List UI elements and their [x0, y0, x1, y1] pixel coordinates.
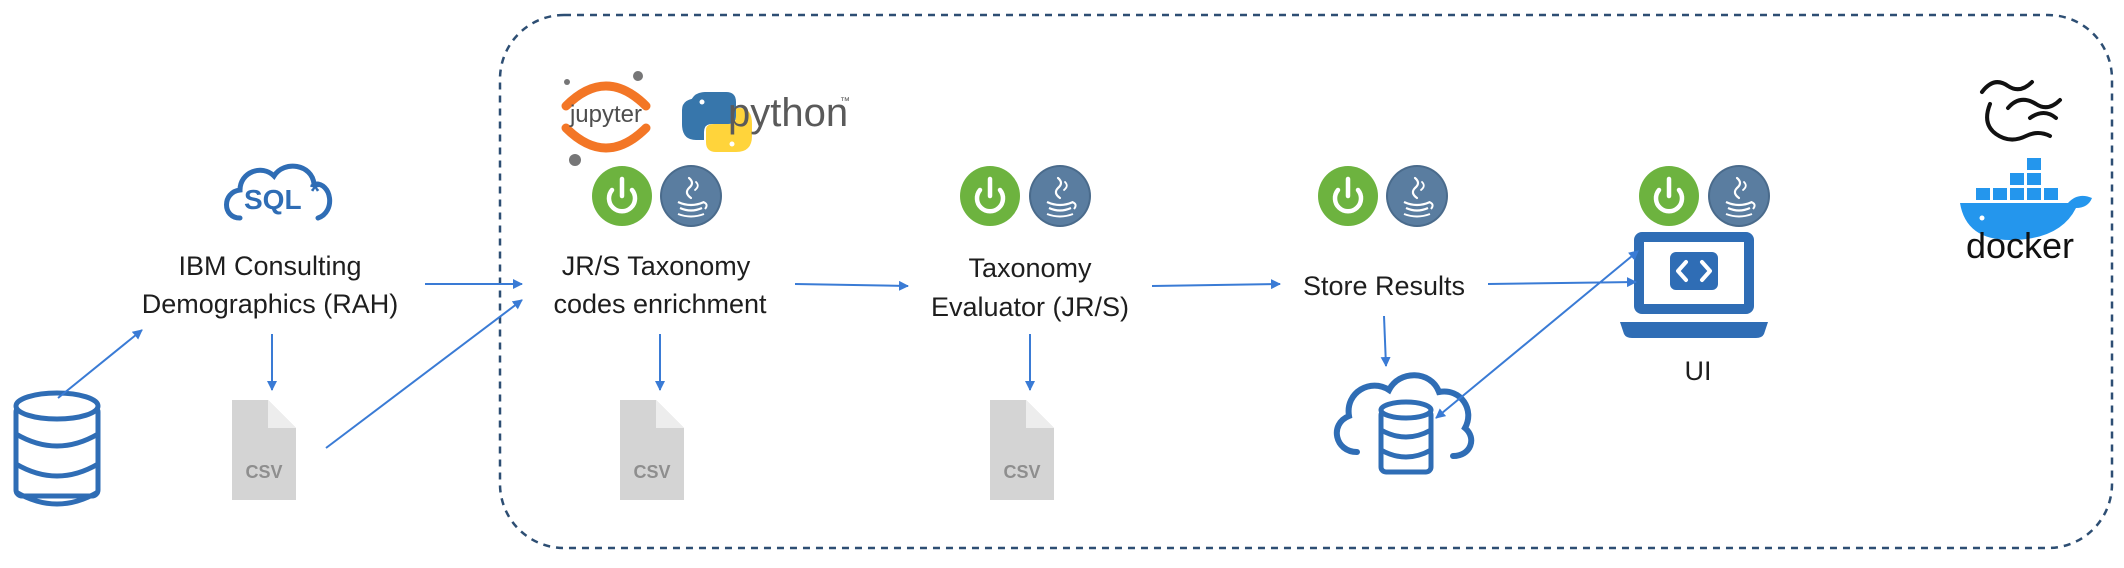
spring-boot-icon: [1318, 166, 1378, 226]
waves-icon: [1980, 80, 2062, 142]
java-icon: [1027, 163, 1093, 229]
spring-boot-icon: [592, 166, 652, 226]
arrow-enrichment-to-evaluator: [794, 280, 909, 291]
docker-text: docker: [1966, 225, 2074, 266]
sql-star: *: [310, 176, 321, 206]
spring-boot-icon: [960, 166, 1020, 226]
arrow-store-to-clouddb: [1380, 315, 1391, 367]
python-tm: ™: [840, 96, 850, 107]
source-label-line1: IBM Consulting: [178, 251, 361, 281]
database-icon: [13, 390, 101, 507]
java-icon: [1384, 163, 1450, 229]
store-label: Store Results: [1303, 271, 1465, 301]
csv-file-icon: CSV: [990, 400, 1054, 500]
arrow-csv-to-enrichment: [325, 299, 523, 449]
python-text: python: [728, 91, 848, 135]
svg-text:CSV: CSV: [633, 462, 670, 482]
svg-text:CSV: CSV: [245, 462, 282, 482]
arrow-store-to-ui: [1487, 277, 1637, 288]
svg-text:CSV: CSV: [1003, 462, 1040, 482]
ui-label: UI: [1685, 356, 1712, 386]
arrow-db-to-source: [57, 329, 143, 399]
enrichment-label-line2: codes enrichment: [553, 289, 767, 319]
sql-cloud-icon: SQL *: [224, 163, 333, 221]
evaluator-label-line2: Evaluator (JR/S): [931, 292, 1129, 322]
jupyter-text: jupyter: [569, 101, 642, 128]
arrow-ui-clouddb: [1435, 250, 1639, 419]
laptop-code-icon: [1620, 232, 1768, 338]
csv-file-icon: CSV: [232, 400, 296, 500]
java-icon: [658, 163, 724, 229]
jupyter-logo: jupyter: [561, 71, 651, 166]
cloud-database-icon: [1333, 372, 1475, 475]
arrow-evaluator-to-store: [1151, 279, 1281, 290]
enrichment-label-line1: JR/S Taxonomy: [562, 251, 751, 281]
source-label-line2: Demographics (RAH): [142, 289, 399, 319]
container-boundary: [498, 13, 2114, 550]
python-logo: python ™: [682, 91, 850, 152]
csv-file-icon: CSV: [620, 400, 684, 500]
java-icon: [1706, 163, 1772, 229]
spring-boot-icon: [1639, 166, 1699, 226]
sql-badge: SQL: [244, 184, 302, 215]
arrows: [57, 250, 1639, 449]
docker-whale-icon: [1960, 158, 2092, 240]
evaluator-label-line1: Taxonomy: [968, 253, 1092, 283]
